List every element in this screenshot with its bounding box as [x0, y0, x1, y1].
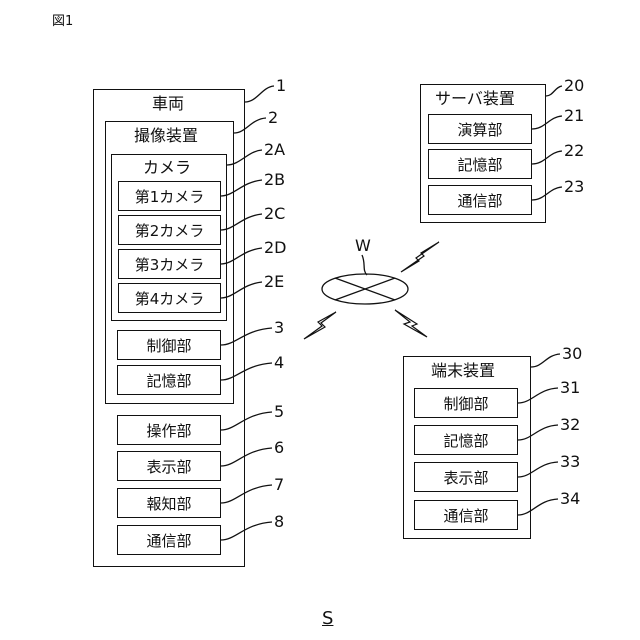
leader-line-4 — [221, 363, 272, 380]
network-label-leader — [362, 255, 367, 275]
signal-bolt-server — [401, 242, 439, 272]
ref-33: 33 — [560, 454, 580, 470]
signal-bolt-vehicle — [304, 312, 336, 339]
ref-4: 4 — [274, 355, 284, 371]
ref-21: 21 — [564, 108, 584, 124]
leader-line-2C — [221, 214, 262, 230]
ref-34: 34 — [560, 491, 580, 507]
ref-22: 22 — [564, 143, 584, 159]
leader-line-2E — [221, 282, 262, 298]
leader-line-2A — [227, 150, 262, 165]
leader-line-33 — [518, 462, 558, 477]
ref-2D: 2D — [264, 240, 287, 256]
leader-line-31 — [518, 388, 558, 403]
ref-2A: 2A — [264, 142, 285, 158]
ref-5: 5 — [274, 404, 284, 420]
ref-1: 1 — [276, 78, 286, 94]
ref-31: 31 — [560, 380, 580, 396]
leader-line-5 — [221, 412, 272, 430]
ref-8: 8 — [274, 514, 284, 530]
leader-line-2D — [221, 248, 262, 264]
signal-bolt-terminal — [395, 310, 427, 337]
ref-30: 30 — [562, 346, 582, 362]
ref-6: 6 — [274, 440, 284, 456]
ref-20: 20 — [564, 78, 584, 94]
leader-line-22 — [532, 151, 562, 164]
ref-32: 32 — [560, 417, 580, 433]
leader-line-32 — [518, 425, 558, 440]
leader-line-7 — [221, 485, 272, 503]
system-label: S — [322, 608, 333, 629]
ref-23: 23 — [564, 179, 584, 195]
leader-line-3 — [221, 328, 272, 345]
ref-2C: 2C — [264, 206, 285, 222]
ref-7: 7 — [274, 477, 284, 493]
ref-2B: 2B — [264, 172, 285, 188]
leader-line-2B — [221, 180, 262, 196]
leader-line-21 — [532, 116, 562, 129]
ref-3: 3 — [274, 320, 284, 336]
leader-line-8 — [221, 522, 272, 540]
leader-line-23 — [532, 187, 562, 200]
leader-line-30 — [531, 354, 560, 367]
leader-line-6 — [221, 448, 272, 466]
leader-line-2 — [234, 118, 266, 133]
leader-line-1 — [245, 86, 274, 102]
ref-2E: 2E — [264, 274, 284, 290]
leader-line-34 — [518, 499, 558, 515]
network-label: W — [355, 238, 371, 254]
ref-2: 2 — [268, 110, 278, 126]
leader-line-20 — [546, 86, 562, 96]
